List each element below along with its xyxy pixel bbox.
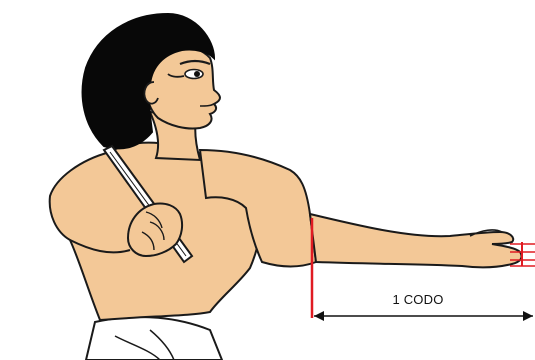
skirt [86, 317, 222, 360]
arrowhead-left-icon [314, 311, 324, 321]
pupil [194, 71, 200, 77]
forearm [310, 214, 522, 267]
measurement-label: 1 CODO [392, 292, 443, 307]
arrowhead-right-icon [523, 311, 533, 321]
